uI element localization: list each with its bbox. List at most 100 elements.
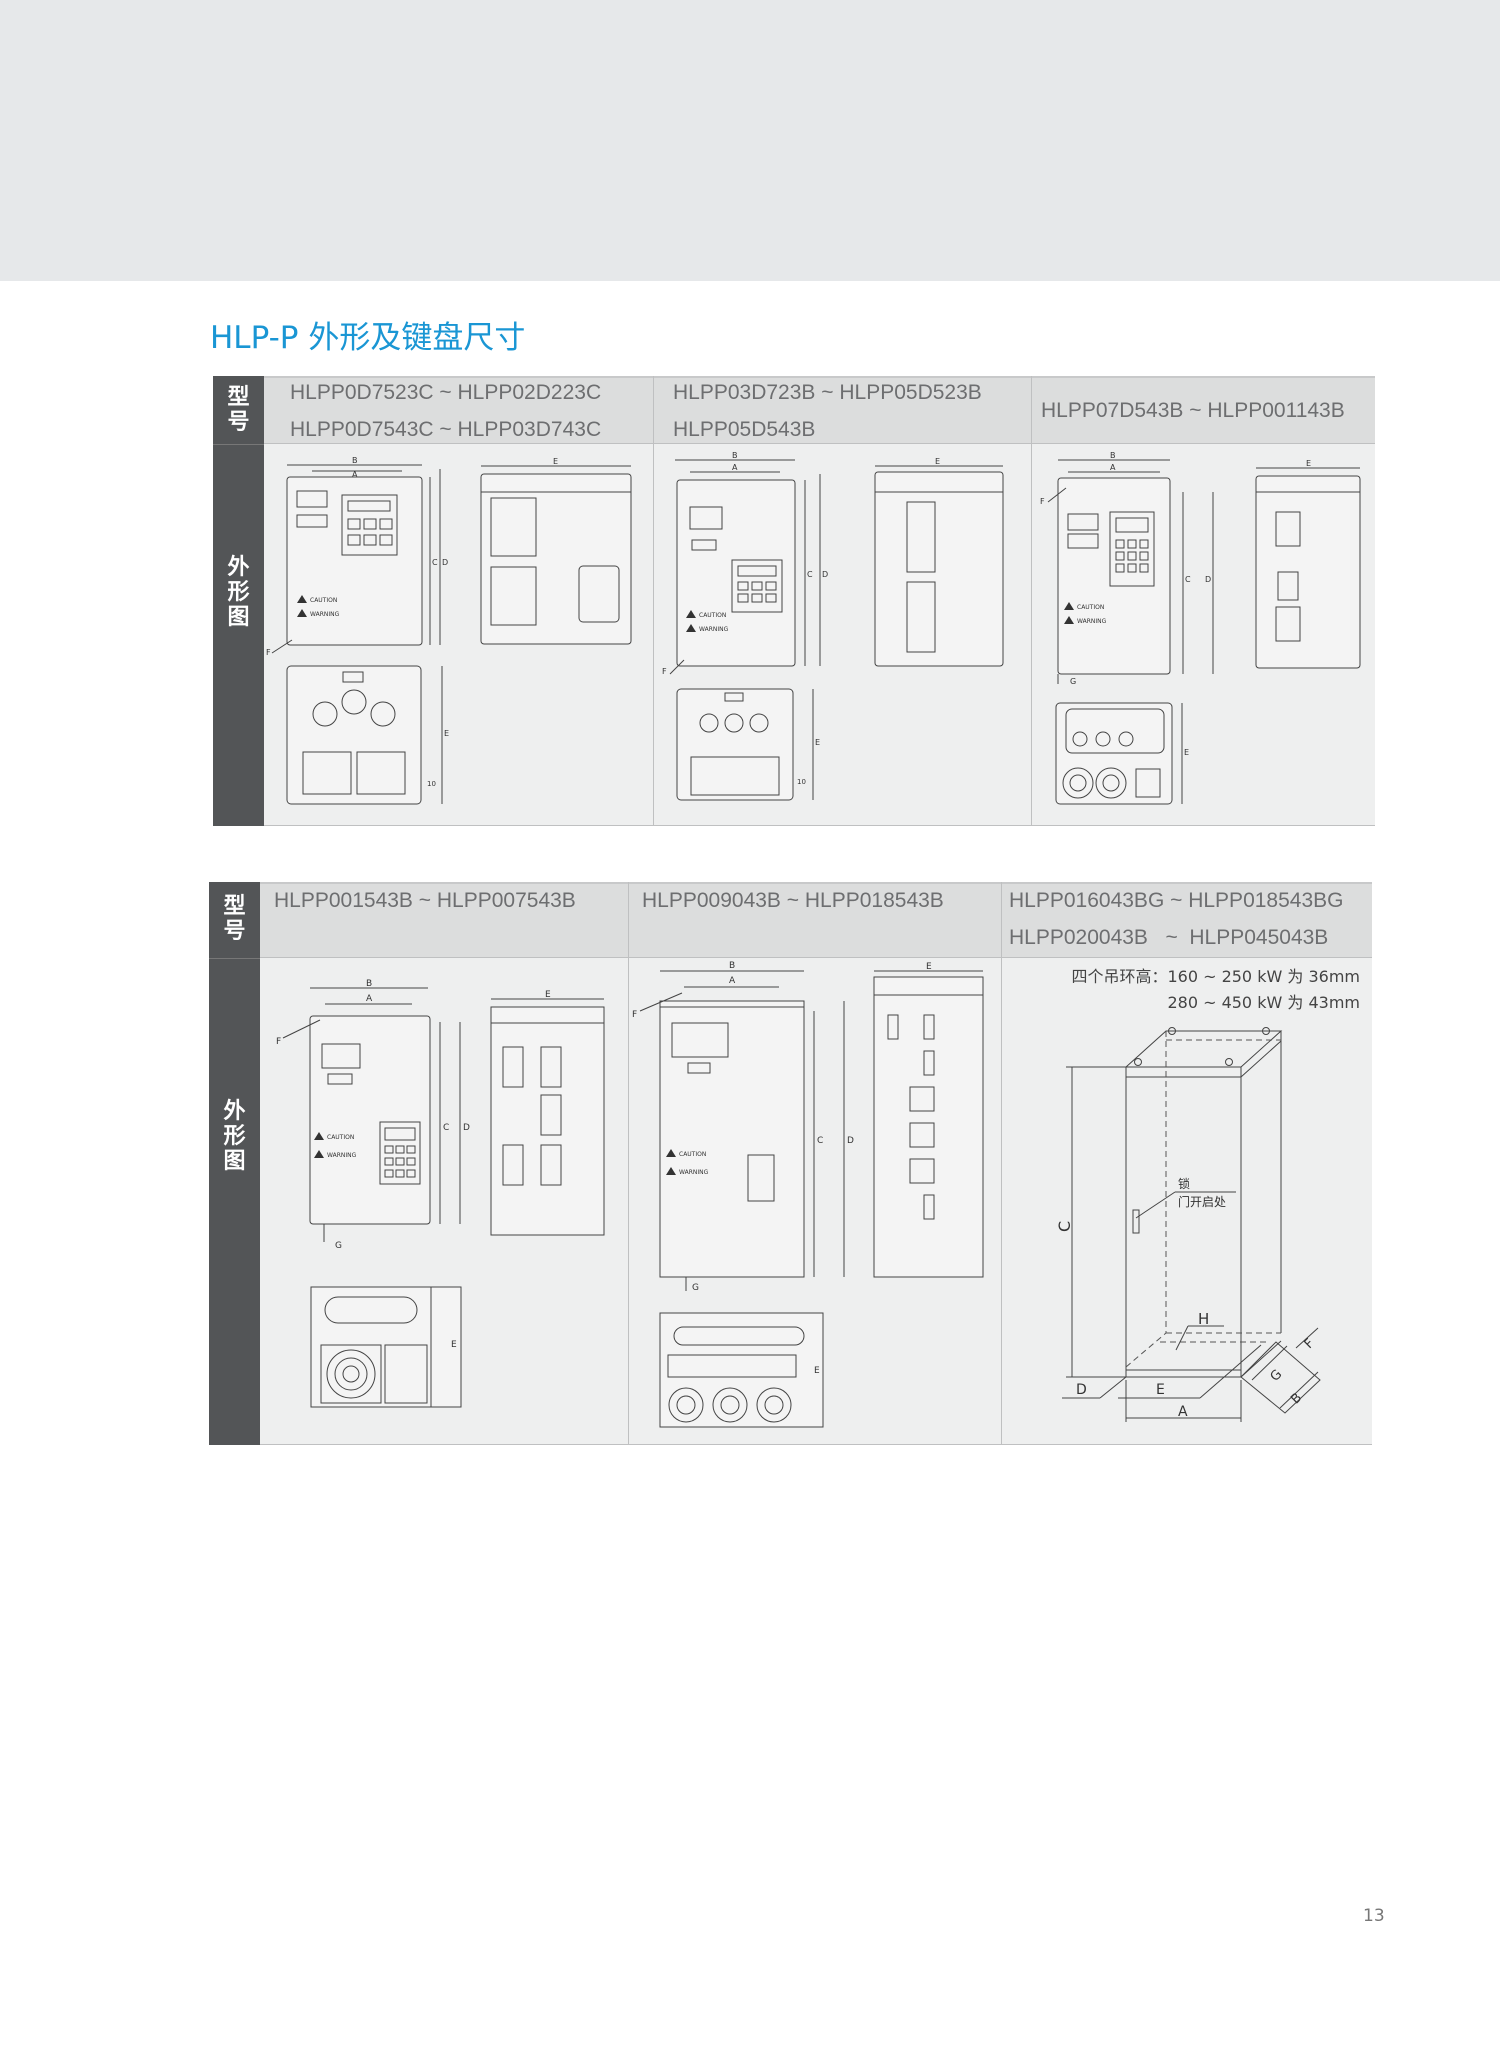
dim-label: E bbox=[444, 729, 449, 738]
caution-label: CAUTION bbox=[327, 1134, 354, 1141]
label-char: 号 bbox=[223, 919, 246, 944]
outline-row-label: 外形图 bbox=[209, 958, 260, 1445]
label-char: 型 bbox=[227, 385, 250, 410]
column-divider bbox=[1001, 882, 1002, 1445]
model-range: HLPP05D543B bbox=[673, 418, 816, 441]
dim-label: E bbox=[814, 1366, 820, 1376]
side-view-drawing: E bbox=[874, 457, 1004, 667]
model-range: HLPP0D7543C ~ HLPP03D743C bbox=[290, 418, 602, 441]
dim-label: E bbox=[935, 457, 940, 466]
bottom-view-drawing: E 10 bbox=[676, 688, 820, 801]
model-row-label: 型号 bbox=[209, 882, 260, 958]
dim-label: B bbox=[732, 451, 738, 460]
caution-label: CAUTION bbox=[310, 597, 337, 604]
dim-label: D bbox=[1076, 1382, 1087, 1398]
caution-label: CAUTION bbox=[679, 1151, 706, 1158]
cabinet-drawing: C 锁 门开启处 H D E A G B F bbox=[1055, 1027, 1321, 1422]
model-range: HLPP009043B ~ HLPP018543B bbox=[642, 889, 944, 912]
side-view-drawing: E bbox=[480, 457, 632, 645]
front-view-drawing: B A CAUTION WARNING C D F G bbox=[1040, 451, 1214, 686]
model-cell: HLPP0D7523C ~ HLPP02D223C HLPP0D7543C ~ H… bbox=[290, 374, 601, 448]
dim-label: C bbox=[817, 1136, 823, 1146]
dim-label: B bbox=[729, 961, 735, 971]
dim-label: D bbox=[1205, 575, 1211, 584]
label-char: 图 bbox=[223, 1149, 246, 1174]
model-cell: HLPP001543B ~ HLPP007543B bbox=[274, 882, 576, 919]
model-header-row bbox=[213, 376, 1375, 444]
dim-label: A bbox=[732, 463, 738, 472]
dim-label: G bbox=[335, 1241, 342, 1251]
dim-label: D bbox=[442, 558, 448, 567]
dim-label: F bbox=[632, 1010, 637, 1020]
dim-label: F bbox=[266, 648, 271, 657]
column-divider bbox=[1031, 376, 1032, 826]
dim-label: 10 bbox=[797, 778, 806, 786]
dim-label: E bbox=[1156, 1382, 1165, 1398]
side-view-drawing: E bbox=[873, 962, 984, 1278]
caution-label: CAUTION bbox=[699, 612, 726, 619]
dim-label: E bbox=[1184, 748, 1189, 757]
front-view-drawing: B A CAUTION WARNING C D F G bbox=[632, 961, 854, 1293]
dim-label: C bbox=[432, 558, 438, 567]
dim-label: G bbox=[1268, 1367, 1286, 1385]
model-range: HLPP016043BG ~ HLPP018543BG bbox=[1009, 889, 1344, 912]
model-cell: HLPP07D543B ~ HLPP001143B bbox=[1041, 392, 1345, 429]
lifting-ring-note: 四个吊环高：160 ~ 250 kW 为 36mm 280 ~ 450 kW 为… bbox=[1071, 964, 1360, 1016]
dim-label: C bbox=[1185, 575, 1191, 584]
top-banner bbox=[0, 0, 1500, 281]
dim-label: A bbox=[1178, 1404, 1188, 1420]
model-cell: HLPP009043B ~ HLPP018543B bbox=[642, 882, 944, 919]
dim-label: 10 bbox=[427, 780, 436, 788]
dim-label: A bbox=[729, 976, 736, 986]
model-header-row bbox=[209, 882, 1372, 958]
lock-label: 锁 bbox=[1178, 1176, 1190, 1191]
dim-label: D bbox=[822, 570, 828, 579]
model-row-label: 型号 bbox=[213, 376, 264, 444]
dim-label: D bbox=[463, 1123, 470, 1133]
dim-label: H bbox=[1198, 1310, 1209, 1328]
label-char: 外 bbox=[227, 555, 250, 580]
front-view-drawing: B A CAUTION WARNING C D F bbox=[662, 451, 828, 676]
dim-label: C bbox=[807, 570, 813, 579]
warning-label: WARNING bbox=[699, 626, 729, 633]
dim-label: F bbox=[662, 667, 667, 676]
model-range: HLPP07D543B ~ HLPP001143B bbox=[1041, 399, 1345, 422]
dim-label: A bbox=[1110, 463, 1116, 472]
dim-label: B bbox=[1288, 1390, 1305, 1407]
dim-label: E bbox=[545, 990, 551, 1000]
column-divider bbox=[653, 376, 654, 826]
label-char: 号 bbox=[227, 410, 250, 435]
dim-label: B bbox=[366, 979, 372, 989]
outline-row-label: 外形图 bbox=[213, 444, 264, 826]
dim-label: C bbox=[443, 1123, 449, 1133]
dim-label: F bbox=[1302, 1336, 1318, 1352]
page-title: HLP-P 外形及键盘尺寸 bbox=[210, 320, 526, 356]
bottom-view-drawing: E bbox=[310, 1286, 462, 1408]
warning-label: WARNING bbox=[310, 611, 340, 618]
dim-label: E bbox=[815, 738, 820, 747]
side-view-drawing: E bbox=[490, 990, 605, 1236]
dim-label: E bbox=[553, 457, 558, 466]
model-range: HLPP020043B ~ HLPP045043B bbox=[1009, 926, 1329, 949]
dim-label: B bbox=[352, 456, 358, 465]
page-number: 13 bbox=[1363, 1906, 1385, 1926]
side-view-drawing: E bbox=[1255, 459, 1361, 669]
label-char: 图 bbox=[227, 605, 250, 630]
dim-label: G bbox=[1070, 677, 1076, 686]
label-char: 形 bbox=[227, 580, 250, 605]
dim-label: E bbox=[451, 1340, 457, 1350]
column-divider bbox=[628, 882, 629, 1445]
bottom-view-drawing: E bbox=[659, 1312, 824, 1428]
model-range: HLPP001543B ~ HLPP007543B bbox=[274, 889, 576, 912]
dim-label: B bbox=[1110, 451, 1116, 460]
note-line: 四个吊环高：160 ~ 250 kW 为 36mm bbox=[1071, 967, 1360, 986]
bottom-view-drawing: E 10 bbox=[286, 665, 449, 805]
label-char: 形 bbox=[223, 1124, 246, 1149]
front-view-drawing: B A CAUTION WARNING C D F bbox=[266, 456, 448, 657]
dim-label: E bbox=[1306, 459, 1311, 468]
dim-label: F bbox=[276, 1037, 281, 1047]
front-view-drawing: B A CAUTION WARNING C D F G bbox=[276, 979, 470, 1251]
model-range: HLPP0D7523C ~ HLPP02D223C bbox=[290, 381, 602, 404]
warning-label: WARNING bbox=[327, 1152, 357, 1159]
